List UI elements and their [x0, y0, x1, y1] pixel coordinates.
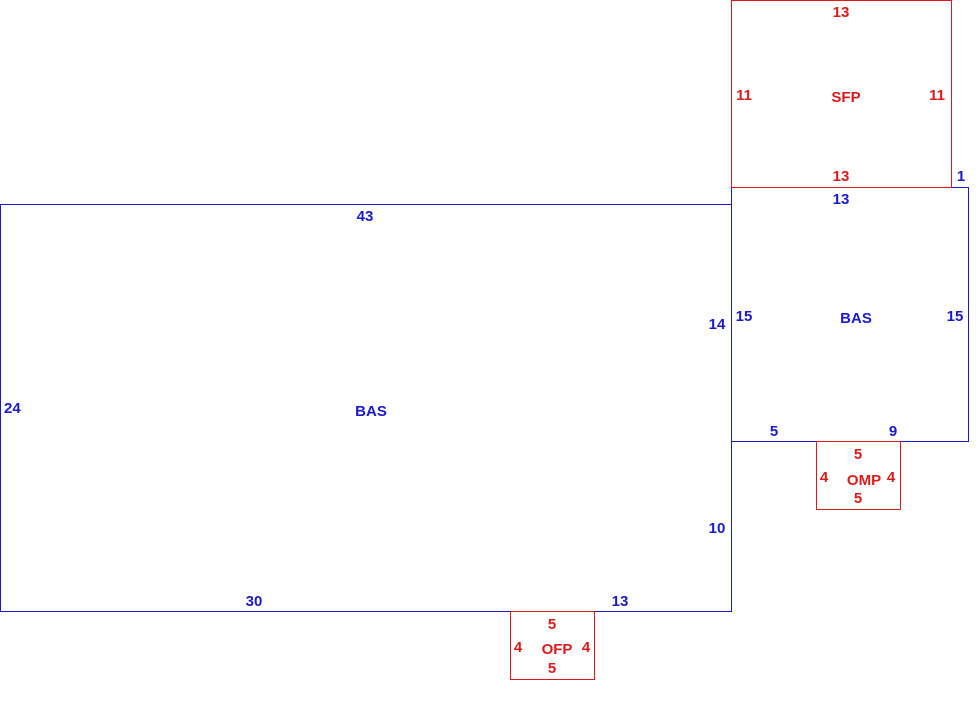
omp-dim-top: 5	[854, 446, 862, 463]
area-ofp: OFP 5 4 4 5	[510, 611, 595, 680]
bas-main-label: BAS	[355, 403, 387, 420]
omp-dim-right: 4	[887, 469, 896, 486]
bas-main-dim-right-upper: 14	[709, 316, 726, 333]
bas-right-dim-top: 13	[833, 191, 850, 208]
area-sfp: SFP 13 11 11 13	[731, 0, 952, 188]
ofp-outline	[510, 611, 595, 680]
sfp-outline	[731, 0, 952, 188]
area-bas-right: BAS 13 15 15 5 9 1	[731, 168, 969, 442]
bas-right-dim-step: 1	[957, 168, 965, 185]
sfp-dim-left: 11	[736, 87, 752, 104]
omp-label: OMP	[847, 472, 881, 489]
omp-dim-left: 4	[820, 469, 829, 486]
bas-right-dim-bottom-left: 5	[770, 423, 778, 440]
bas-right-dim-left: 15	[736, 308, 753, 325]
area-bas-main: BAS 43 24 30 13 10 14	[0, 204, 732, 612]
bas-main-dim-top: 43	[357, 208, 374, 225]
omp-dim-bottom: 5	[854, 490, 862, 507]
sfp-dim-bottom: 13	[833, 168, 850, 185]
area-omp: OMP 5 4 4 5	[816, 441, 901, 510]
bas-main-dim-bottom-right: 13	[612, 593, 629, 610]
ofp-dim-left: 4	[514, 639, 523, 656]
ofp-label: OFP	[542, 641, 573, 658]
sfp-label: SFP	[831, 89, 860, 106]
bas-right-dim-bottom-right: 9	[889, 423, 897, 440]
ofp-dim-right: 4	[582, 639, 591, 656]
bas-main-dim-right-lower: 10	[709, 520, 726, 537]
sfp-dim-top: 13	[833, 4, 850, 21]
sfp-dim-right: 11	[929, 87, 945, 104]
ofp-dim-top: 5	[548, 616, 556, 633]
omp-outline	[816, 441, 901, 510]
bas-right-label: BAS	[840, 310, 872, 327]
ofp-dim-bottom: 5	[548, 660, 556, 677]
bas-right-dim-right: 15	[947, 308, 964, 325]
bas-main-dim-bottom-left: 30	[246, 593, 263, 610]
bas-main-dim-left: 24	[4, 400, 21, 417]
